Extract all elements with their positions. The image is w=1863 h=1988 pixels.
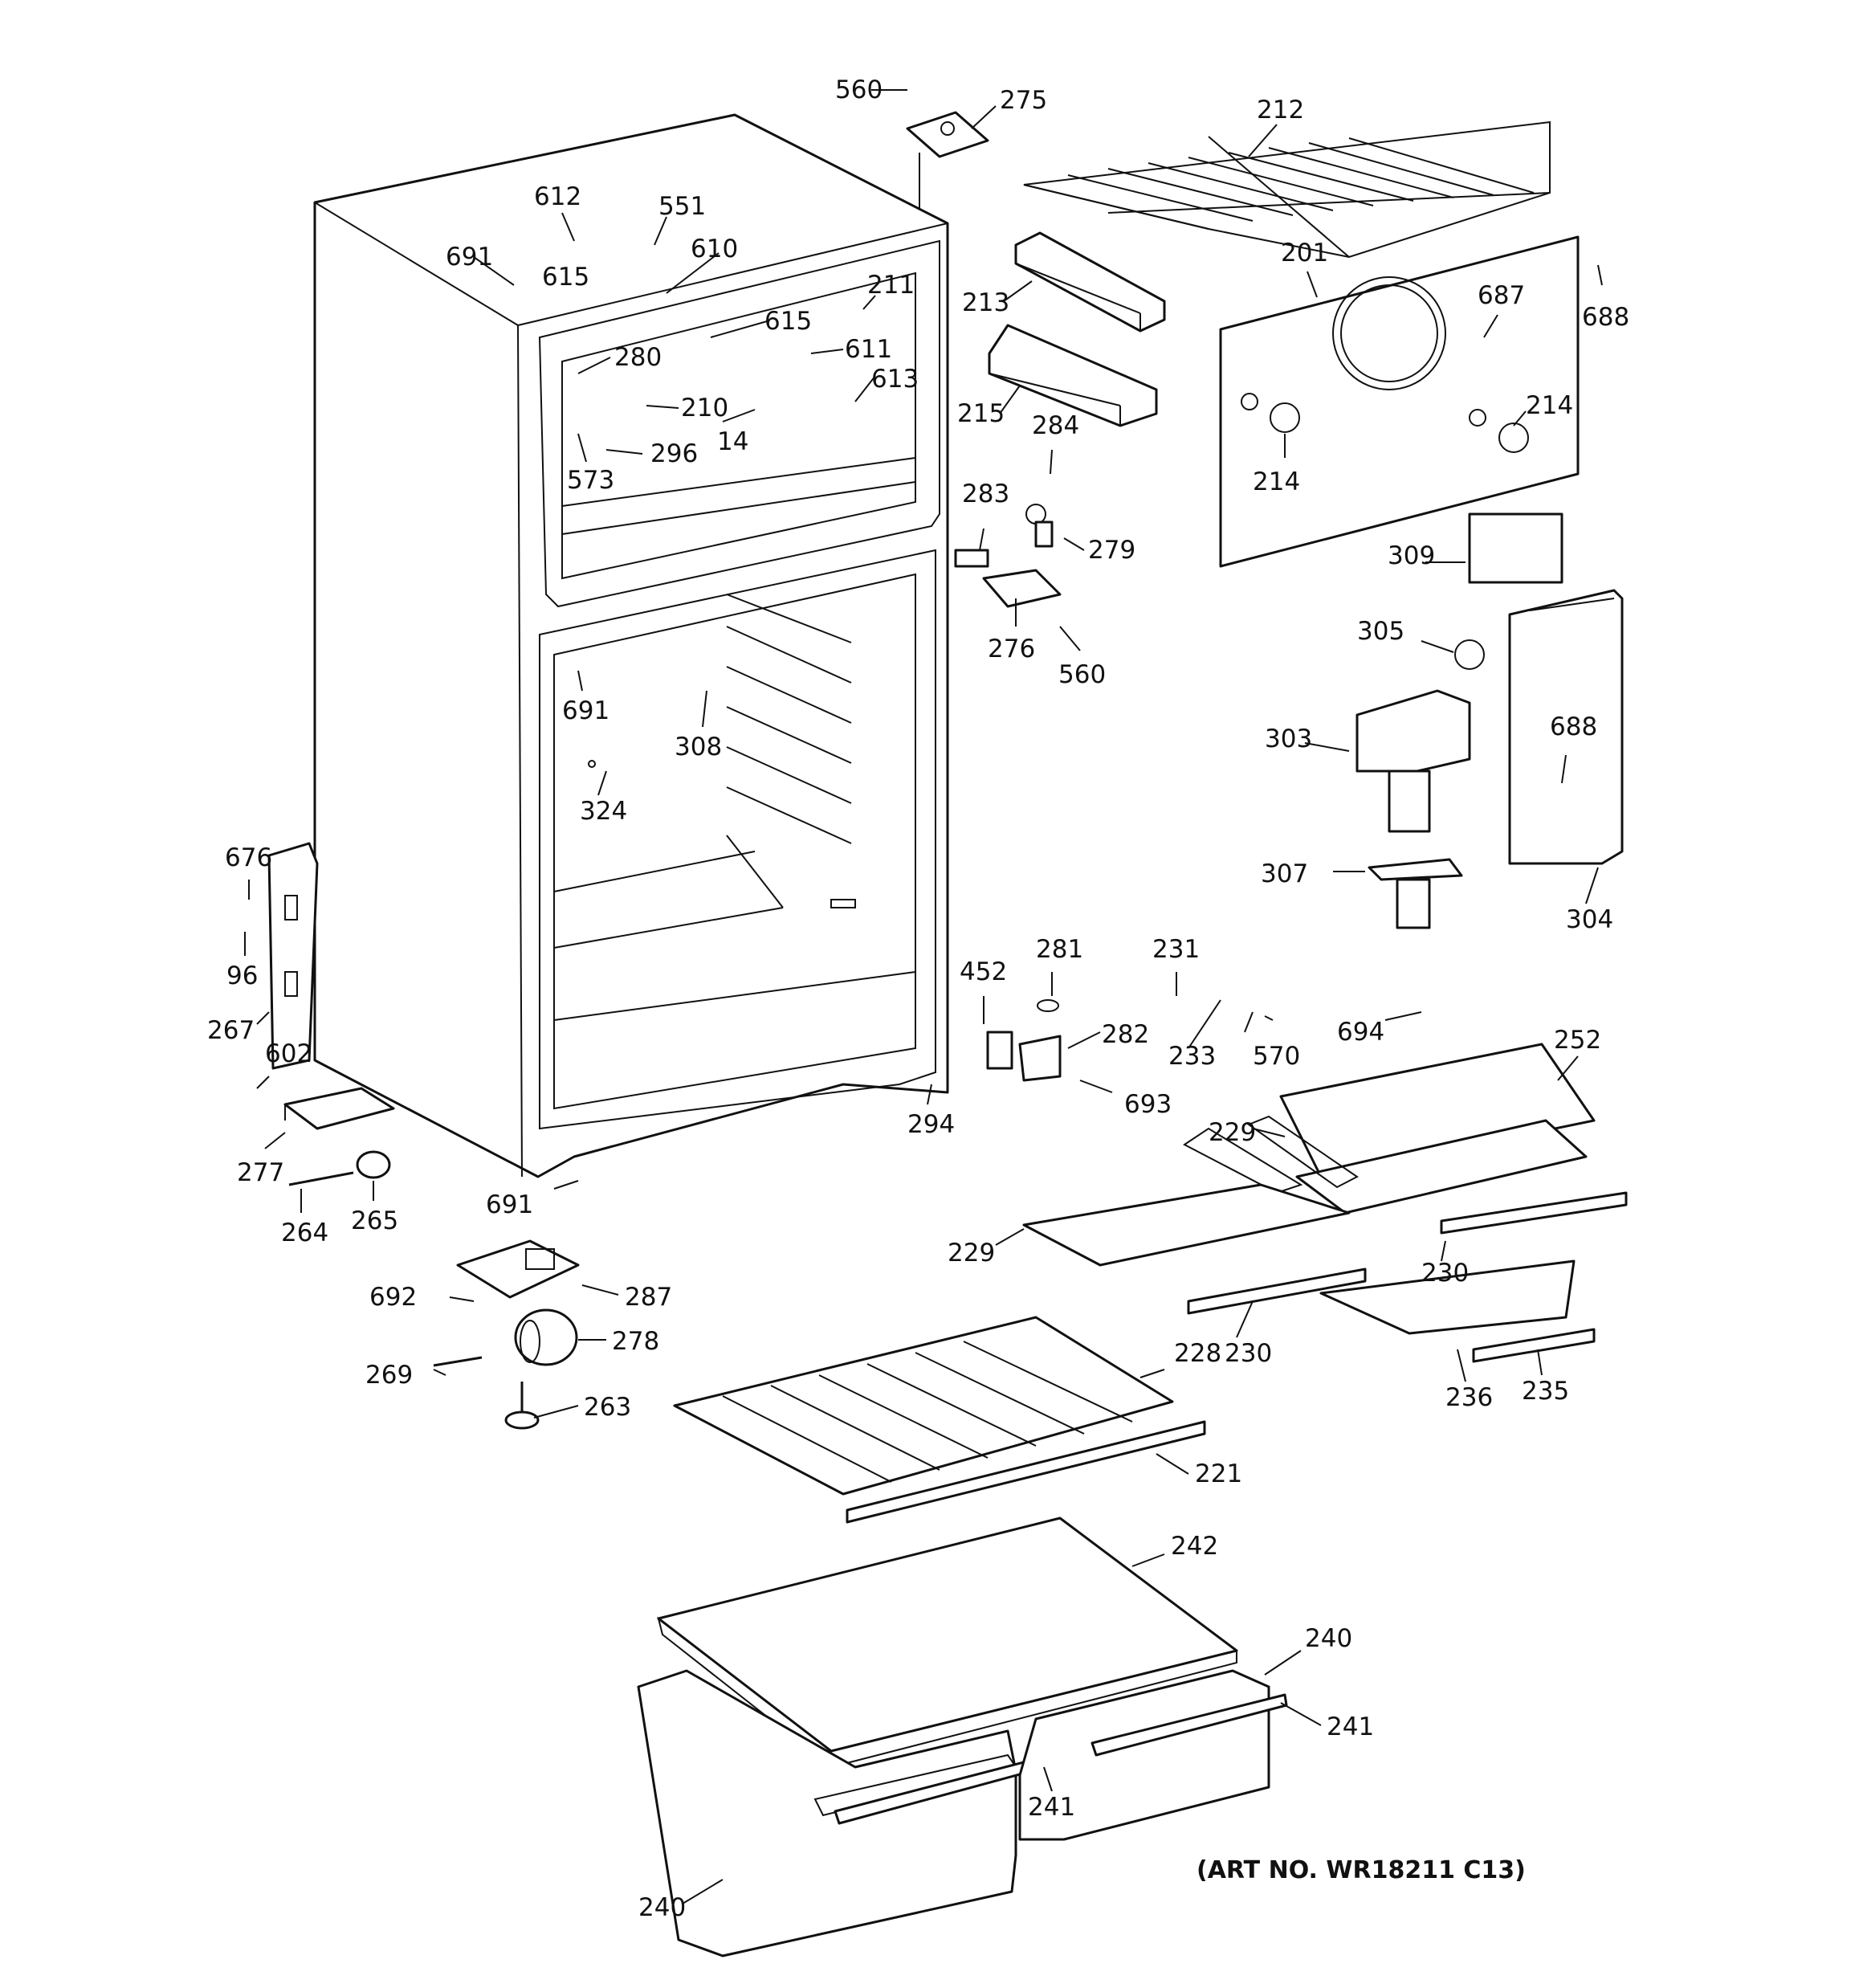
callout-602: 602 — [265, 1039, 312, 1068]
callout-573: 573 — [567, 466, 614, 495]
callout-287: 287 — [625, 1283, 672, 1312]
callout-214: 214 — [1526, 391, 1573, 420]
freezer-back-panel — [1219, 235, 1580, 568]
callout-236: 236 — [1445, 1383, 1493, 1412]
callout-263: 263 — [584, 1393, 631, 1422]
callout-560: 560 — [835, 76, 883, 104]
callout-labels: 560 275 212 612 551 691 615 610 211 615 … — [207, 76, 1629, 1922]
callout-230: 230 — [1421, 1259, 1469, 1288]
callout-309: 309 — [1388, 541, 1435, 570]
callout-324: 324 — [580, 797, 627, 826]
roller-bracket — [283, 1087, 395, 1130]
callout-241: 241 — [1327, 1712, 1374, 1741]
callout-294: 294 — [907, 1110, 955, 1139]
callout-692: 692 — [369, 1283, 417, 1312]
callout-551: 551 — [658, 192, 706, 221]
callout-560: 560 — [1058, 660, 1106, 689]
callout-281: 281 — [1036, 935, 1083, 964]
freezer-wire-shelf — [1023, 120, 1551, 259]
callout-252: 252 — [1554, 1026, 1601, 1055]
refrigerator-cabinet — [313, 113, 949, 1178]
callout-283: 283 — [962, 480, 1009, 508]
callout-235: 235 — [1522, 1377, 1569, 1406]
callout-229: 229 — [948, 1239, 995, 1268]
callout-282: 282 — [1102, 1020, 1149, 1049]
callout-303: 303 — [1265, 725, 1312, 753]
callout-212: 212 — [1257, 96, 1304, 125]
callout-284: 284 — [1032, 411, 1079, 440]
callout-691: 691 — [486, 1190, 533, 1219]
callout-264: 264 — [281, 1219, 328, 1247]
callout-676: 676 — [225, 843, 272, 872]
callout-269: 269 — [365, 1361, 413, 1390]
ice-bin — [988, 324, 1158, 427]
callout-265: 265 — [351, 1206, 398, 1235]
callout-213: 213 — [962, 288, 1009, 317]
callout-211: 211 — [867, 271, 915, 300]
callout-278: 278 — [612, 1327, 659, 1356]
callout-276: 276 — [988, 635, 1035, 663]
callout-229: 229 — [1209, 1118, 1256, 1147]
callout-231: 231 — [1152, 935, 1200, 964]
callout-612: 612 — [534, 182, 581, 211]
damper-control-assembly — [1355, 512, 1624, 929]
callout-693: 693 — [1124, 1090, 1172, 1119]
roller-axle — [288, 1150, 391, 1186]
ice-tray — [1014, 231, 1166, 333]
callout-304: 304 — [1566, 905, 1613, 934]
callout-14: 14 — [717, 427, 748, 456]
large-wire-shelf — [673, 1316, 1206, 1524]
callout-leaders — [244, 89, 1603, 1904]
callout-215: 215 — [957, 399, 1005, 428]
callout-308: 308 — [675, 733, 722, 761]
callout-201: 201 — [1281, 239, 1328, 267]
callout-240: 240 — [638, 1893, 686, 1922]
callout-221: 221 — [1195, 1459, 1242, 1488]
callout-688: 688 — [1550, 712, 1597, 741]
bottom-hinge — [986, 999, 1062, 1082]
callout-241: 241 — [1028, 1793, 1075, 1822]
callout-615: 615 — [764, 307, 812, 336]
callout-242: 242 — [1171, 1532, 1218, 1561]
callout-691: 691 — [562, 696, 609, 725]
top-hinge — [906, 111, 989, 209]
callout-214: 214 — [1253, 467, 1300, 496]
callout-210: 210 — [681, 394, 728, 423]
callout-687: 687 — [1478, 281, 1525, 310]
callout-267: 267 — [207, 1016, 255, 1045]
callout-279: 279 — [1088, 536, 1135, 565]
leveler-bracket — [456, 1239, 580, 1299]
callout-613: 613 — [871, 365, 919, 394]
callout-688: 688 — [1582, 303, 1629, 332]
crisper-drawer-right — [1018, 1669, 1288, 1841]
callout-615: 615 — [542, 263, 589, 292]
callout-691: 691 — [446, 243, 493, 271]
callout-305: 305 — [1357, 617, 1404, 646]
callout-307: 307 — [1261, 859, 1308, 888]
callout-611: 611 — [845, 335, 892, 364]
callout-230: 230 — [1225, 1339, 1272, 1368]
callout-240: 240 — [1305, 1624, 1352, 1653]
small-shelf-assembly — [1022, 1043, 1628, 1363]
callout-277: 277 — [237, 1158, 284, 1187]
callout-296: 296 — [650, 439, 698, 468]
callout-228: 228 — [1174, 1339, 1221, 1368]
roller-wheel — [514, 1308, 578, 1366]
callout-452: 452 — [960, 957, 1007, 986]
callout-610: 610 — [691, 235, 738, 263]
callout-96: 96 — [226, 961, 258, 990]
callout-570: 570 — [1253, 1042, 1300, 1071]
art-number: (ART NO. WR18211 C13) — [1196, 1856, 1526, 1884]
callout-694: 694 — [1337, 1018, 1384, 1047]
callout-280: 280 — [614, 343, 662, 372]
crisper-drawer-left — [637, 1669, 1039, 1957]
center-hinge — [954, 504, 1062, 608]
callout-233: 233 — [1168, 1042, 1216, 1071]
toe-grille-bracket — [267, 842, 319, 1070]
leveling-screw — [433, 1356, 540, 1430]
callout-275: 275 — [1000, 86, 1047, 115]
